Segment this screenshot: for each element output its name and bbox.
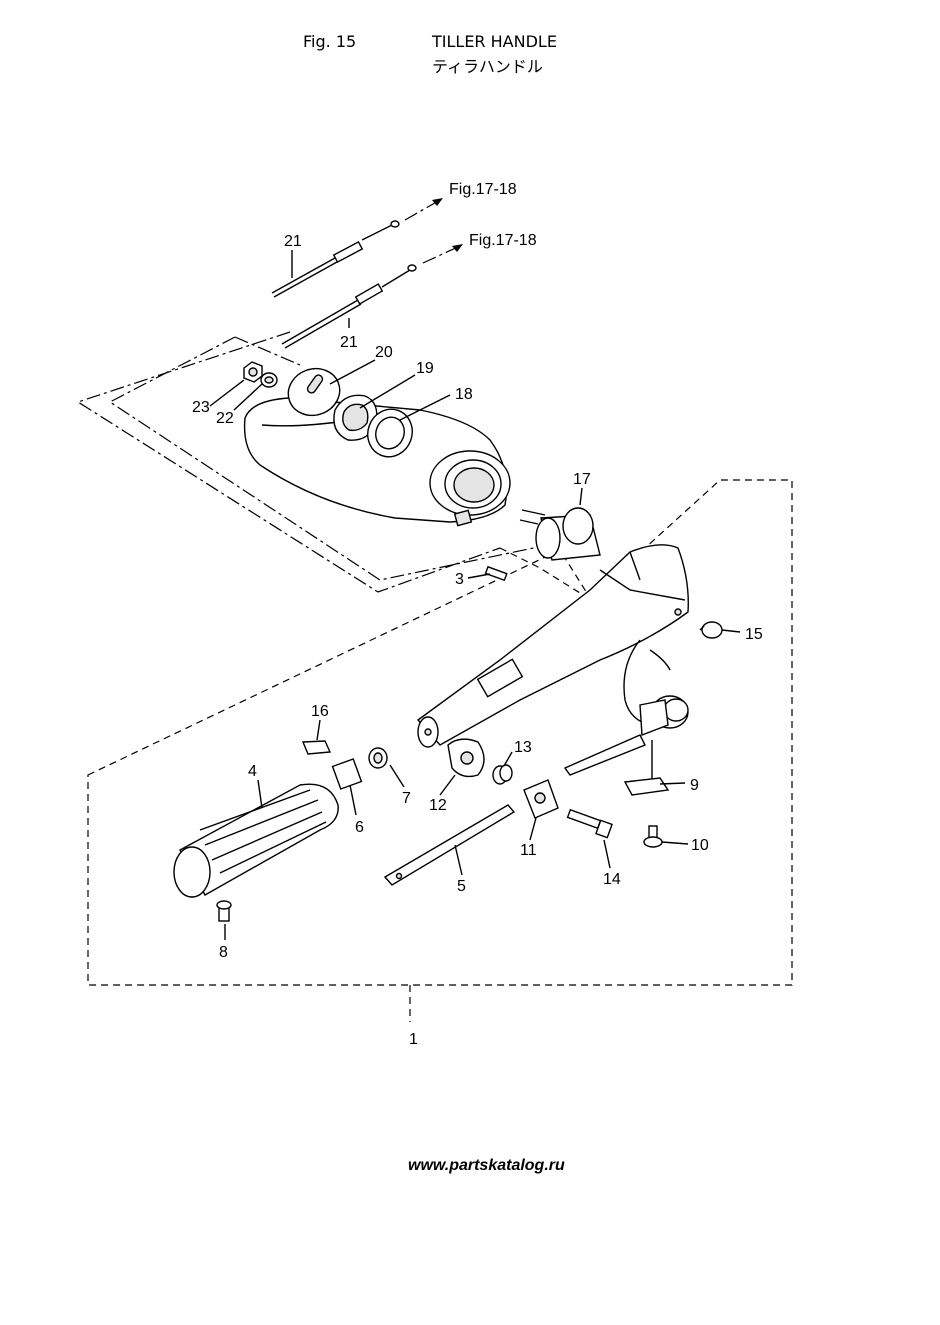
callout-15: 15 — [745, 626, 763, 643]
part-11-block — [523, 779, 559, 819]
part-10-screw — [643, 825, 663, 848]
callout-12: 12 — [429, 797, 447, 814]
figure-title: TILLER HANDLE — [432, 32, 557, 51]
part-19-grommet — [333, 394, 378, 441]
reference-label-upper: Fig.17-18 — [449, 181, 517, 198]
callout-11: 11 — [520, 842, 537, 859]
reference-outline-inner — [108, 336, 549, 581]
part-23-nut — [243, 361, 263, 383]
callout-6: 6 — [355, 819, 364, 836]
part-9-bracket — [623, 777, 670, 796]
part-21-lower-cable — [281, 244, 463, 349]
callout-21-upper: 21 — [284, 233, 302, 250]
callout-10: 10 — [691, 837, 709, 854]
callout-23: 23 — [192, 399, 210, 416]
part-12-friction-piece — [447, 738, 485, 778]
part-18-grommet — [367, 408, 413, 458]
part-21-upper-cable — [271, 198, 443, 298]
callout-16: 16 — [311, 703, 329, 720]
figure-title-japanese: ティラハンドル — [432, 57, 543, 76]
part-20-plate — [287, 367, 341, 417]
part-22-washer — [260, 372, 278, 388]
part-8-screw — [216, 900, 232, 922]
figure-number: Fig. 15 — [303, 32, 357, 51]
reference-label-lower: Fig.17-18 — [469, 232, 537, 249]
part-3-stud — [484, 565, 508, 582]
callout-18: 18 — [455, 386, 473, 403]
part-4-throttle-grip — [173, 783, 339, 898]
part-14-bolt — [566, 808, 613, 839]
tiller-arm — [416, 544, 689, 748]
callout-17: 17 — [573, 471, 591, 488]
callout-8: 8 — [219, 944, 228, 961]
callout-21-lower: 21 — [340, 334, 358, 351]
watermark: www.partskatalog.ru — [408, 1157, 565, 1174]
callout-19: 19 — [416, 360, 434, 377]
callout-22: 22 — [216, 410, 234, 427]
callout-7: 7 — [402, 790, 411, 807]
callout-3: 3 — [455, 571, 464, 588]
part-15-cap — [699, 621, 723, 639]
callout-9: 9 — [690, 777, 699, 794]
part-17-bushing — [519, 507, 601, 561]
lower-cowl-body — [243, 397, 511, 527]
part-13-spring — [492, 764, 513, 785]
reference-outline — [76, 331, 501, 593]
callout-14: 14 — [603, 871, 621, 888]
leader-lines — [209, 250, 741, 940]
callout-5: 5 — [457, 878, 466, 895]
callout-13: 13 — [514, 739, 532, 756]
assembly-boundary-inner — [499, 547, 589, 599]
part-16-label — [301, 740, 332, 755]
callout-4: 4 — [248, 763, 257, 780]
part-6-collar — [331, 758, 363, 790]
reference-outline-link — [234, 336, 301, 366]
stop-switch-assembly — [563, 639, 689, 782]
part-7-bushing — [368, 747, 388, 769]
callout-1: 1 — [409, 1031, 418, 1048]
part-5-throttle-rod — [383, 804, 516, 886]
callout-20: 20 — [375, 344, 393, 361]
